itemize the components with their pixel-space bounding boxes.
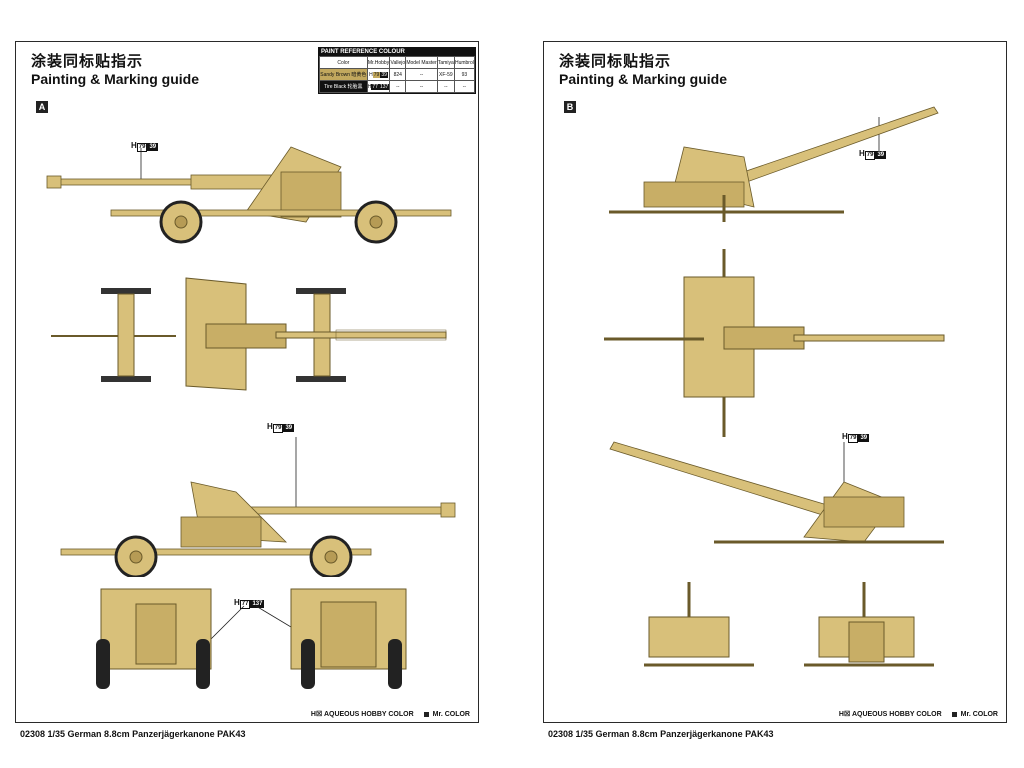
gun-top-view (604, 249, 945, 437)
humbrol-cell: -- (453, 80, 476, 93)
aqueous-label: H☒ AQUEOUS HOBBY COLOR (310, 711, 414, 718)
color-name: Sandy Brown 暗黄色 (319, 68, 368, 81)
color-name: Tire Black 轮胎黑 (319, 80, 368, 93)
sheet-a: 涂装同标贴指示 Painting & Marking guide A PAINT… (15, 41, 479, 723)
model-master-cell: -- (405, 80, 438, 93)
gun-side-view-right (60, 437, 456, 577)
vallejo-cell: 824 (389, 68, 407, 81)
title-chinese: 涂装同标贴指示 (559, 53, 672, 70)
vallejo-cell: -- (389, 80, 407, 93)
caption-b: 02308 1/35 German 8.8cm Panzerjägerkanon… (548, 729, 774, 739)
square-icon (423, 711, 429, 717)
col-header: Model Master (405, 56, 438, 69)
title-chinese: 涂装同标贴指示 (31, 53, 144, 70)
mr-color-label: Mr. COLOR (960, 711, 998, 718)
footer-legend: H☒ AQUEOUS HOBBY COLOR Mr. COLOR (839, 710, 998, 718)
gun-front-rear-views (644, 582, 934, 667)
caption-a: 02308 1/35 German 8.8cm Panzerjägerkanon… (20, 729, 246, 739)
col-header: Color (319, 56, 368, 69)
gun-elevated-view-left (609, 441, 944, 544)
model-master-cell: -- (405, 68, 438, 81)
version-badge: A (36, 101, 48, 113)
version-badge: B (564, 101, 576, 113)
humbrol-cell: 93 (453, 68, 476, 81)
gun-front-rear-views (96, 588, 407, 689)
tamiya-cell: -- (436, 80, 455, 93)
title-english: Painting & Marking guide (31, 71, 200, 87)
gun-side-view-left (46, 146, 452, 244)
col-header: Mr.Hobby (366, 56, 391, 69)
col-header: Humbrol (453, 56, 476, 69)
paint-reference-table: PAINT REFERENCE COLOUR Color Mr.Hobby Va… (318, 47, 476, 94)
tamiya-cell: XF-59 (436, 68, 455, 81)
col-header: Tamiya (436, 56, 455, 69)
mr-color-label: Mr. COLOR (432, 711, 470, 718)
footer-legend: H☒ AQUEOUS HOBBY COLOR Mr. COLOR (311, 710, 470, 718)
paint-table-heading: PAINT REFERENCE COLOUR (319, 48, 475, 56)
gun-elevated-view-right (609, 106, 939, 222)
gun-top-view (51, 277, 447, 391)
col-header: Vallejo (389, 56, 407, 69)
square-icon (951, 711, 957, 717)
title-english: Painting & Marking guide (559, 71, 728, 87)
aqueous-label: H☒ AQUEOUS HOBBY COLOR (838, 711, 942, 718)
